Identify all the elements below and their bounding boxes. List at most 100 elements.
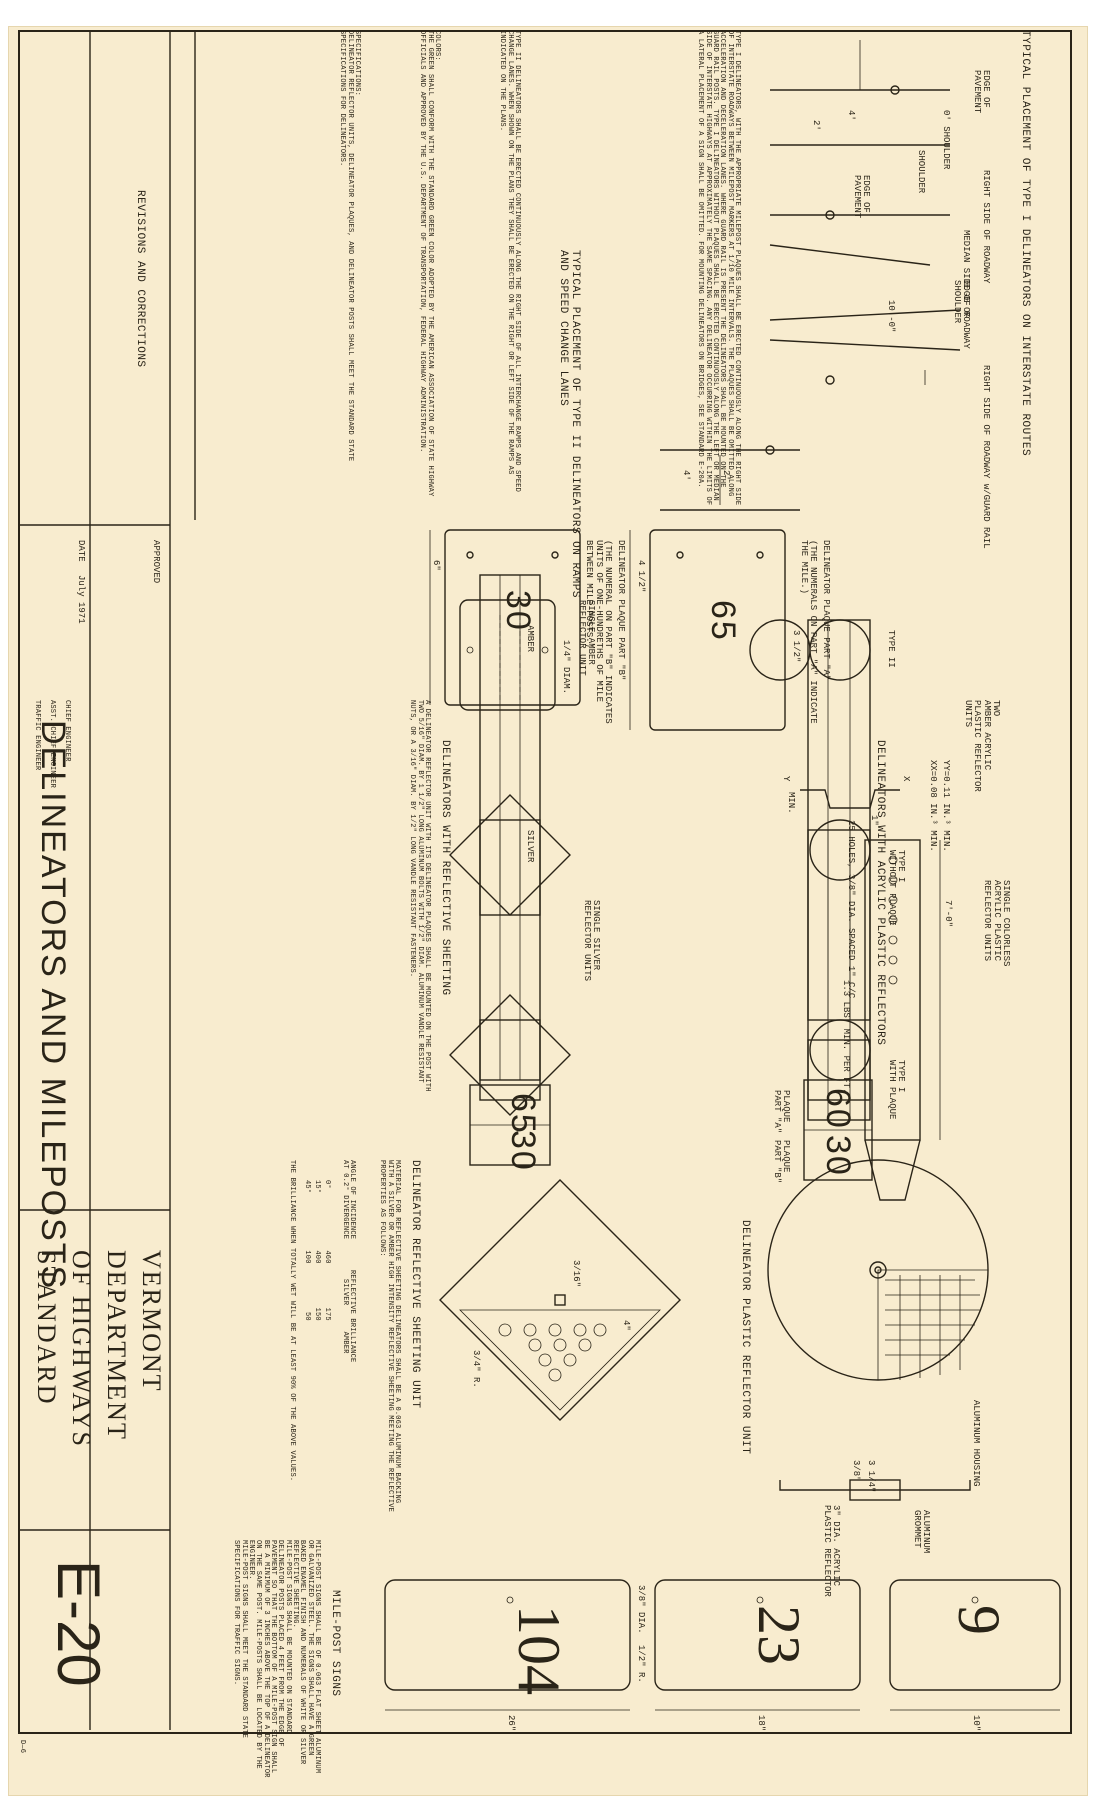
acrylic-single-colorless: SINGLE COLORLESS ACRYLIC PLASTIC REFLECT… [982,880,1011,967]
ramp-dim-4: 4' [681,470,691,481]
label-guard-rail: RIGHT SIDE OF ROADWAY w/GUARD RAIL [981,365,991,549]
plastic-unit-housing: ALUMINUM HOUSING [971,1400,981,1487]
sheeting-type-i-without [449,794,571,1081]
plastic-unit-title: DELINEATOR PLASTIC REFLECTOR UNIT [739,1220,751,1455]
date-value: July 1971 [76,575,86,624]
acrylic-type-i-without [807,819,871,1121]
sheeting-unit-title: DELINEATOR REFLECTIVE SHEETING UNIT [409,1160,421,1409]
mile-post-width-18: 18" [756,1715,766,1732]
post-yy: YY=0.11 IN.³ MIN. [941,760,951,852]
acrylic-type-ii-label: TYPE II [886,630,896,668]
mile-post-width-10: 10" [971,1715,981,1732]
plastic-unit-reflector: 3" DIA. ACRYLIC PLASTIC REFLECTOR [821,1505,841,1597]
acrylic-two-amber: TWO AMBER ACRYLIC PLASTIC REFLECTOR UNIT… [962,700,1001,792]
sheeting-unit-row-2: 15° 400 150 [313,1180,321,1321]
acrylic-plaque-b-label: PLAQUE PART "B" [771,1140,791,1184]
sheeting-numeral-b: 30 [504,1130,542,1172]
sheet-number: E-20 [45,1560,112,1687]
plaque-b-outline [429,529,581,706]
mile-post-signs-linework [384,1579,1061,1711]
sheeting-amber-word: AMBER [525,625,535,653]
plaque-b-dim-width: 6" [431,560,441,571]
label-dim-2: 2' [811,120,821,131]
post-length: 7'-0" [943,900,953,928]
label-edge-shoulder: EDGE OF SHOULDER [951,280,971,324]
label-right-side: RIGHT SIDE OF ROADWAY [981,170,991,284]
mile-post-title: MILE-POST SIGNS [329,1590,341,1697]
mile-post-sign-9: 9 [946,1605,1012,1635]
post-xx: XX=0.08 IN.³ MIN. [928,760,938,852]
sheeting-section-note: A DELINEATOR REFLECTOR UNIT WITH ITS DEL… [408,700,431,1092]
sheeting-unit-table-head: ANGLE OF INCIDENCE REFLECTIVE BRILLIANCE… [340,1160,356,1363]
post-holes-note: 25 HOLES, 3/8" DIA. SPACED 1" C/C [846,820,856,999]
plaque-b-dim-diam: 1/4" DIAM. [561,640,571,695]
specifications-note: SPECIFICATIONS: DELINEATOR REFLECTOR UNI… [338,30,361,462]
post-dim-min: MIN. [786,792,796,814]
colors-note: COLORS: THE GREEN SHALL CONFORM WITH THE… [418,30,441,497]
mile-post-dia: 3/8" DIA. [636,1585,646,1634]
ramp-heading: TYPICAL PLACEMENT OF TYPE II DELINEATORS… [557,250,581,598]
mile-post-sign-23: 23 [746,1605,812,1665]
sheet-border [18,30,1072,1734]
sheeting-single-silver: SINGLE SILVER REFLECTOR UNITS [581,900,601,982]
corner-mark: D—6 [18,1740,26,1754]
approved-label: APPROVED [151,540,161,584]
label-edge-pavement-2: EDGE OF PAVEMENT [851,175,871,219]
sheeting-unit-dim-r: 3/4" R. [471,1350,481,1388]
acrylic-numeral-a: 60 [819,1088,857,1130]
post-holes [888,855,898,985]
sheeting-unit-note: MATERIAL FOR REFLECTIVE SHEETING DELINEA… [378,1160,401,1513]
mile-post-radius: 1/2" R. [636,1645,646,1683]
paper-background [8,26,1088,1796]
revisions-label: REVISIONS AND CORRECTIONS [134,190,146,368]
label-edge-pavement: EDGE OF PAVEMENT [971,70,991,114]
sheeting-type-i-with [449,994,571,1166]
sheeting-numeral-a: 65 [504,1093,542,1135]
plaque-a-title: DELINEATOR PLAQUE PART "A" [821,540,831,681]
honeycomb-pattern [498,1323,607,1382]
acrylic-type-i-with [803,1019,873,1181]
typical-placement-sketch [769,40,961,385]
sheeting-unit-row-1: 0° 460 175 [323,1180,331,1321]
mile-post-sign-104: 104 [506,1605,572,1695]
mile-post-width-26: 26" [506,1715,516,1732]
plastic-unit-dim-a: 3 1/4" [866,1460,876,1493]
mile-post-note: MILE-POST SIGNS SHALL BE OF 0.063 FLAT S… [232,1540,321,1778]
sheet-title: DELINEATORS AND MILEPOSTS [34,720,72,1291]
sheeting-unit-wet-note: THE BRILLIANCE WHEN TOTALLY WET WILL BE … [288,1160,296,1482]
label-dim-4: 4' [846,110,856,121]
reflector-grid [885,1275,980,1380]
sheeting-unit-dim-4: 4" [621,1320,631,1331]
plaque-b-title: DELINEATOR PLAQUE PART "B" [616,540,626,681]
label-shoulder: SHOULDER [916,150,926,194]
typical-placement-heading: TYPICAL PLACEMENT OF TYPE I DELINEATORS … [1019,30,1031,457]
plaque-a-outline [629,529,786,731]
acrylic-section-title: DELINEATORS WITH ACRYLIC PLASTIC REFLECT… [874,740,886,1046]
date-label: DATE [76,540,86,562]
ramp-note: TYPE II DELINEATORS SHALL BE ERECTED CON… [498,30,521,493]
acrylic-type-i-with-label: TYPE I WITH PLAQUE [886,1060,906,1120]
sheeting-unit-row-3: 45° 100 50 [303,1180,311,1321]
label-dim-10: 10'-0" [886,300,896,333]
plastic-unit-grommet: ALUMINUM GROMMET [911,1510,931,1554]
sheeting-silver-word: SILVER [525,830,535,863]
plastic-reflector-unit [767,1159,989,1501]
plaque-a-numeral: 65 [704,600,742,642]
label-dim-shoulder: 0' SHOULDER [941,110,951,170]
plaque-a-dim-height: 3 1/2" [791,630,801,663]
acrylic-type-i-without-label: TYPE I WITHOUT PLAQUE [886,850,906,926]
plastic-unit-dim-b: 3/8" [851,1460,861,1482]
post-weight: 1.3 LBS. MIN. PER FT. [841,980,851,1094]
ramp-dim-2: 2' [721,470,731,481]
post-axis-x: X [901,776,911,782]
acrylic-plaque-a-label: PLAQUE PART "A" [771,1090,791,1134]
sheeting-section-title: DELINEATORS WITH REFLECTIVE SHEETING [439,740,451,996]
sheeting-unit-dim-3-16: 3/16" [571,1260,581,1288]
agency-line-3: OF HIGHWAYS [67,1250,96,1449]
agency-line-2: DEPARTMENT [102,1250,131,1441]
post-axis-y: Y [781,776,791,782]
reflective-sheeting-unit [439,1179,681,1421]
